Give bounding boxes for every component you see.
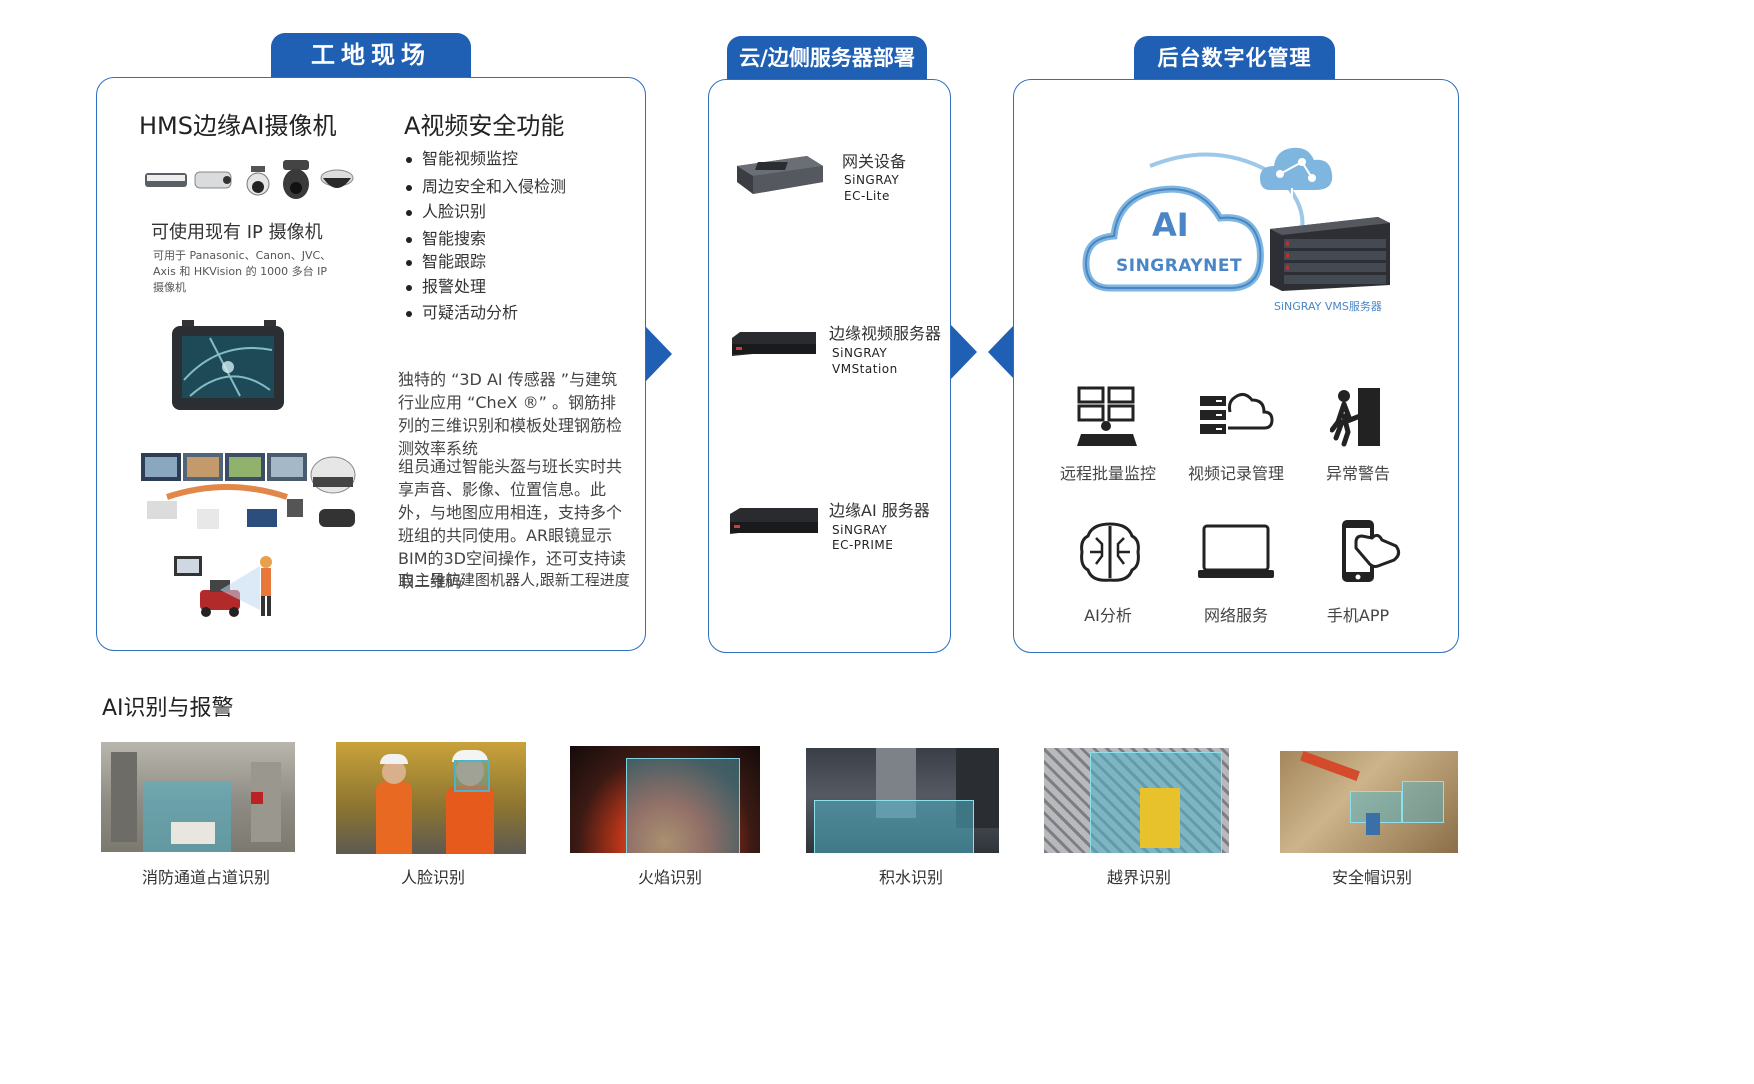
flow-arrow-right-icon xyxy=(951,325,977,379)
feature-list: 智能视频监控 周边安全和入侵检测 人脸识别 智能搜索 智能跟踪 报警处理 可疑活… xyxy=(404,150,652,332)
robot-paragraph: 自主导航建图机器人,跟新工程进度 xyxy=(400,571,630,589)
feature-item: 智能搜索 xyxy=(422,230,652,248)
feature-item: 报警处理 xyxy=(422,278,652,296)
flow-arrow-right-icon xyxy=(646,327,672,381)
device-name: 网关设备 xyxy=(842,152,907,171)
fire-exit-photo xyxy=(101,742,295,852)
tab-site: 工地现场 xyxy=(271,33,471,78)
robot-mapping-image xyxy=(174,556,272,617)
helmet-paragraph: 组员通过智能头盔与班长实时共享声音、影像、位置信息。此外，与地图应用相连，支持多… xyxy=(398,457,627,591)
ai-brain-icon xyxy=(1080,522,1140,582)
cloud-net-label: SINGRAYNET xyxy=(1116,256,1243,276)
feature-item: 智能跟踪 xyxy=(422,253,652,271)
recognition-caption: 越界识别 xyxy=(1106,868,1171,887)
vms-server-label: SiNGRAY VMS服务器 xyxy=(1274,300,1382,313)
tablet-image xyxy=(172,320,284,410)
existing-camera-title: 可使用现有 IP 摄像机 xyxy=(151,222,323,243)
feature-item: 周边安全和入侵检测 xyxy=(422,178,652,196)
vms-server-image xyxy=(1270,217,1390,291)
intruder-icon xyxy=(1330,388,1380,447)
feature-item: 智能视频监控 xyxy=(422,150,652,168)
features-title: A视频安全功能 xyxy=(404,112,565,140)
monitor-wall-icon xyxy=(1077,386,1137,446)
laptop-icon xyxy=(1198,524,1274,578)
boundary-recognition-photo xyxy=(1044,748,1229,853)
device-brand: SiNGRAY xyxy=(844,173,900,187)
device-model: EC-PRIME xyxy=(832,538,894,552)
recognition-caption: 安全帽识别 xyxy=(1331,868,1412,887)
smart-helmet-collage-image xyxy=(141,453,356,529)
recognition-title: AI识别与报警 xyxy=(102,696,234,721)
backend-feature-label: 异常警告 xyxy=(1325,464,1390,483)
feature-item: 人脸识别 xyxy=(422,203,652,221)
gateway-device-image xyxy=(737,156,823,194)
server-cloud-icon xyxy=(1200,393,1274,434)
device-brand: SiNGRAY xyxy=(832,346,888,360)
camera-lineup-image xyxy=(145,160,354,199)
backend-feature-label: 远程批量监控 xyxy=(1059,464,1156,483)
cloud-ai-label: AI xyxy=(1152,206,1189,244)
flow-arrow-left-icon xyxy=(988,325,1014,379)
flame-recognition-photo xyxy=(570,746,760,853)
backend-feature-label: AI分析 xyxy=(1084,606,1132,625)
feature-item: 可疑活动分析 xyxy=(422,304,652,322)
device-model: VMStation xyxy=(832,362,898,376)
face-recognition-photo xyxy=(336,742,526,854)
phone-touch-icon xyxy=(1342,520,1401,582)
chex-paragraph: 独特的 “3D AI 传感器 ”与建筑行业应用 “CheX ®” 。钢筋排列的三… xyxy=(398,370,623,458)
recognition-caption: 人脸识别 xyxy=(400,868,465,887)
vmstation-device-image xyxy=(732,332,816,356)
tab-cloud: 云/边侧服务器部署 xyxy=(727,36,927,80)
recognition-caption: 积水识别 xyxy=(878,868,943,887)
ec-prime-device-image xyxy=(730,508,818,534)
backend-feature-label: 网络服务 xyxy=(1203,606,1268,625)
existing-camera-desc: 可用于 Panasonic、Canon、JVC、Axis 和 HKVision … xyxy=(153,249,332,294)
water-recognition-photo xyxy=(806,748,999,853)
device-brand: SiNGRAY xyxy=(832,523,888,537)
recognition-caption: 消防通道占道识别 xyxy=(141,868,270,887)
singraynet-cloud-icon xyxy=(1082,147,1333,292)
tab-backend: 后台数字化管理 xyxy=(1134,36,1335,80)
backend-feature-label: 视频记录管理 xyxy=(1187,464,1284,483)
device-name: 边缘视频服务器 xyxy=(829,324,942,343)
device-model: EC-Lite xyxy=(844,189,890,203)
recognition-caption: 火焰识别 xyxy=(637,868,702,887)
camera-title: HMS边缘AI摄像机 xyxy=(139,112,337,140)
backend-feature-label: 手机APP xyxy=(1326,606,1390,625)
helmet-recognition-photo xyxy=(1280,751,1458,853)
device-name: 边缘AI 服务器 xyxy=(829,501,930,520)
